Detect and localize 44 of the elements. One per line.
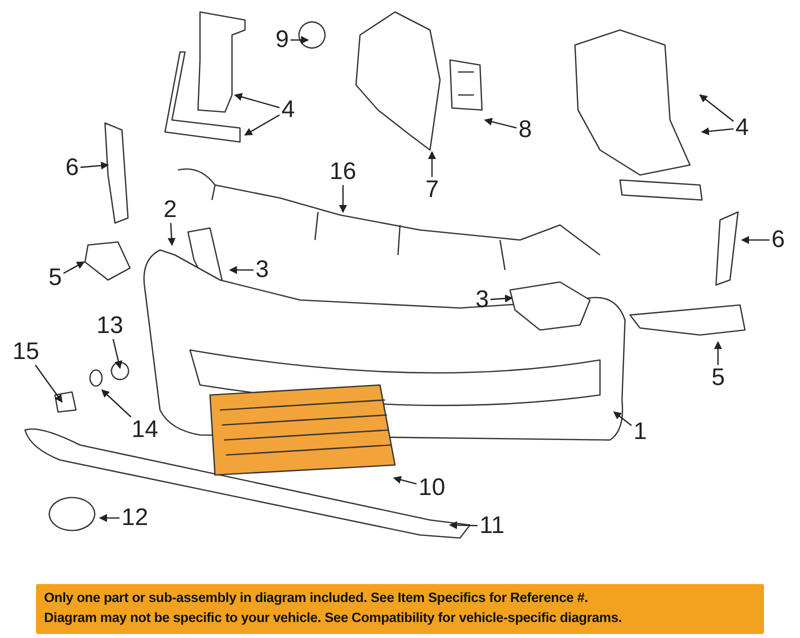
leader-line [234,93,280,108]
callout-number: 1 [634,420,647,444]
callout-number: 14 [132,418,158,442]
leader-line [741,236,770,244]
leader-line [428,151,436,177]
callout-number: 2 [164,198,177,222]
leader-line [699,94,734,122]
callout-number: 3 [476,288,489,312]
callout-number: 13 [96,314,124,338]
leader-line [80,162,109,170]
leader-line [63,261,85,274]
leader-line [101,389,132,418]
callout-number: 11 [480,514,504,538]
callout-number: 4 [282,98,295,122]
callout-number: 4 [736,116,749,140]
leader-line [393,476,417,485]
callout-number: 6 [772,228,785,252]
leader-line [613,411,632,426]
leader-line [449,521,478,530]
callout-number: 9 [276,28,289,52]
leader-line [290,36,309,44]
leader-line [714,341,722,365]
leader-line [701,127,734,136]
disclaimer-note: Only one part or sub-assembly in diagram included. See Item Specifics for Reference #. [44,589,589,607]
leader-line [339,185,347,213]
callout-number: 12 [122,506,148,530]
callout-number: 5 [712,366,725,390]
leader-line [112,338,122,369]
leader-line [34,364,63,403]
leader-line [99,514,120,522]
callout-number: 3 [256,258,269,282]
leader-line [484,118,517,128]
leader-line [490,294,513,302]
leader-line [168,222,176,246]
callout-number: 8 [518,118,532,142]
callout-number: 5 [48,266,62,290]
callout-number: 6 [66,156,79,180]
callout-number: 7 [426,178,439,202]
disclaimer-note: Diagram may not be specific to your vehicle. See Compatibility for vehicle-specific diagrams. [44,609,623,627]
callout-number: 16 [330,160,356,184]
callout-number: 10 [418,476,446,500]
leader-line [229,266,254,274]
leader-line [244,114,280,136]
callout-number: 15 [12,340,40,364]
